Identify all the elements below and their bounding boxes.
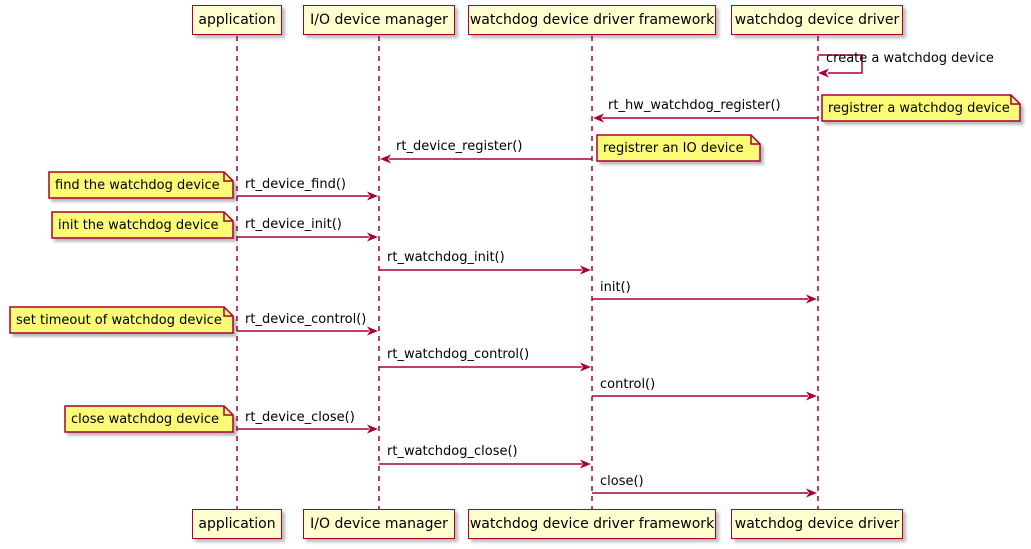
participant-watchdog-driver-bottom[interactable]: watchdog device driver [731, 509, 903, 539]
participant-label: watchdog device driver framework [469, 12, 715, 28]
note-registrer-an-io-device: registrer an IO device [597, 135, 760, 161]
note-find-the-watchdog-device-shape [48, 171, 234, 199]
note-set-timeout-of-watchdog-device: set timeout of watchdog device [10, 307, 233, 333]
message-label-init: init() [600, 280, 631, 295]
message-label-rt-device-find: rt_device_find() [245, 177, 346, 192]
messages-group [237, 54, 863, 498]
note-text: set timeout of watchdog device [16, 312, 222, 328]
participant-label: watchdog device driver [734, 12, 900, 28]
message-create-a-watchdog-device-path [818, 54, 863, 74]
message-rt-device-register-arrowhead [380, 154, 391, 164]
note-text: registrer an IO device [603, 140, 744, 156]
message-rt-hw-watchdog-register-arrowhead [593, 113, 604, 123]
message-rt-watchdog-control-arrowhead [580, 362, 591, 372]
message-label-create-a-watchdog-device: create a watchdog device [826, 51, 994, 66]
message-rt-device-close-arrowhead [367, 424, 378, 434]
participant-watchdog-driver-top[interactable]: watchdog device driver [731, 5, 903, 35]
message-label-rt-device-control: rt_device_control() [245, 312, 367, 327]
note-close-watchdog-device-shape [64, 405, 234, 433]
note-init-the-watchdog-device-shape [51, 211, 234, 239]
note-text: registrer a watchdog device [828, 100, 1010, 116]
note-init-the-watchdog-device: init the watchdog device [52, 212, 233, 238]
note-set-timeout-of-watchdog-device-shape [9, 306, 234, 334]
message-rt-device-init-arrowhead [367, 232, 378, 242]
note-registrer-a-watchdog-device: registrer a watchdog device [822, 95, 1020, 121]
message-label-rt-watchdog-close: rt_watchdog_close() [387, 444, 518, 459]
participant-label: application [198, 516, 276, 532]
note-registrer-a-watchdog-device-fold [1010, 95, 1020, 105]
notes-shapes-group [9, 94, 1021, 433]
participant-watchdog-framework-top[interactable]: watchdog device driver framework [468, 5, 716, 35]
participant-application-top[interactable]: application [192, 5, 282, 35]
message-rt-device-find-arrowhead [367, 191, 378, 201]
note-registrer-an-io-device-shape [596, 134, 761, 162]
message-rt-watchdog-init-arrowhead [580, 265, 591, 275]
note-close-watchdog-device: close watchdog device [65, 406, 233, 432]
participant-io-device-manager-bottom[interactable]: I/O device manager [303, 509, 455, 539]
message-rt-watchdog-close-arrowhead [580, 459, 591, 469]
note-close-watchdog-device-fold [223, 406, 233, 416]
participant-label: I/O device manager [310, 516, 448, 532]
note-set-timeout-of-watchdog-device-fold [223, 307, 233, 317]
note-registrer-an-io-device-fold [750, 135, 760, 145]
participant-application-bottom[interactable]: application [192, 509, 282, 539]
message-label-control: control() [600, 377, 656, 392]
note-text: init the watchdog device [58, 217, 219, 233]
note-init-the-watchdog-device-fold [223, 212, 233, 222]
participant-label: I/O device manager [310, 12, 448, 28]
participant-label: watchdog device driver framework [469, 516, 715, 532]
message-label-rt-hw-watchdog-register: rt_hw_watchdog_register() [608, 98, 781, 113]
message-label-rt-device-register: rt_device_register() [396, 139, 523, 154]
note-registrer-a-watchdog-device-shape [821, 94, 1021, 122]
note-text: close watchdog device [71, 411, 219, 427]
message-control-arrowhead [806, 391, 817, 401]
message-label-rt-watchdog-init: rt_watchdog_init() [387, 250, 505, 265]
message-init-arrowhead [806, 294, 817, 304]
message-rt-device-control-arrowhead [367, 326, 378, 336]
message-label-close: close() [600, 474, 644, 489]
message-label-rt-device-close: rt_device_close() [245, 410, 355, 425]
note-find-the-watchdog-device-fold [223, 172, 233, 182]
message-label-rt-watchdog-control: rt_watchdog_control() [387, 347, 530, 362]
message-create-a-watchdog-device-arrowhead [818, 68, 829, 78]
message-close-arrowhead [806, 488, 817, 498]
participant-label: watchdog device driver [734, 516, 900, 532]
participant-label: application [198, 12, 276, 28]
message-label-rt-device-init: rt_device_init() [245, 217, 342, 232]
participant-io-device-manager-top[interactable]: I/O device manager [303, 5, 455, 35]
note-text: find the watchdog device [55, 177, 220, 193]
participant-watchdog-framework-bottom[interactable]: watchdog device driver framework [468, 509, 716, 539]
lifelines-group [236, 36, 819, 509]
note-find-the-watchdog-device: find the watchdog device [49, 172, 233, 198]
